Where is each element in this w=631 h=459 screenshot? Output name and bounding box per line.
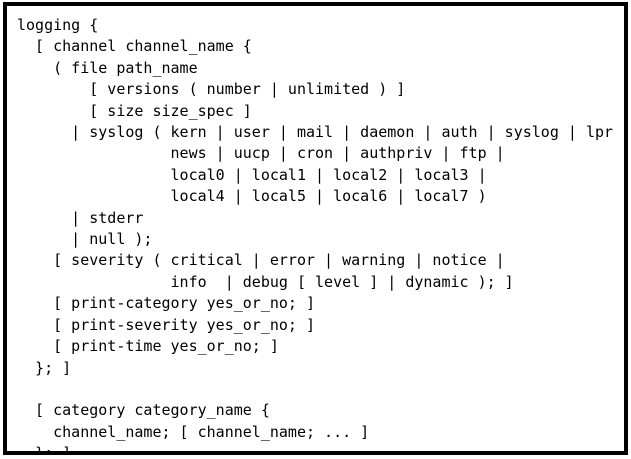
code-line: [ channel channel_name { <box>17 37 252 56</box>
code-line <box>17 379 624 400</box>
code-line: | stderr <box>17 208 144 227</box>
code-line: [ print-severity yes_or_no; ] <box>17 315 316 334</box>
code-line: local4 | local5 | local6 | local7 ) <box>17 187 487 206</box>
code-line: channel_name; [ channel_name; ... ] <box>17 422 370 441</box>
code-line: | syslog ( kern | user | mail | daemon |… <box>17 123 628 142</box>
code-line: [ category category_name { <box>17 401 270 420</box>
code-line: [ print-category yes_or_no; ] <box>17 294 316 313</box>
code-line: [ print-time yes_or_no; ] <box>17 337 279 356</box>
code-line: news | uucp | cron | authpriv | ftp | <box>17 144 505 163</box>
code-line: local0 | local1 | local2 | local3 | <box>17 165 487 184</box>
code-line: info | debug [ level ] | dynamic ); ] <box>17 272 514 291</box>
code-line: [ size size_spec ] <box>17 101 252 120</box>
code-line: }; ] <box>17 358 72 377</box>
code-line: logging { <box>17 16 99 34</box>
logging-statement-grammar: logging { [ channel channel_name { ( fil… <box>7 6 628 455</box>
code-frame-border: logging { [ channel channel_name { ( fil… <box>3 2 628 455</box>
code-line: | null ); <box>17 230 153 249</box>
code-line: [ severity ( critical | error | warning … <box>17 251 505 270</box>
code-line: }; ] <box>17 444 72 455</box>
code-line: ( file path_name <box>17 58 198 77</box>
code-line: [ versions ( number | unlimited ) ] <box>17 80 406 99</box>
